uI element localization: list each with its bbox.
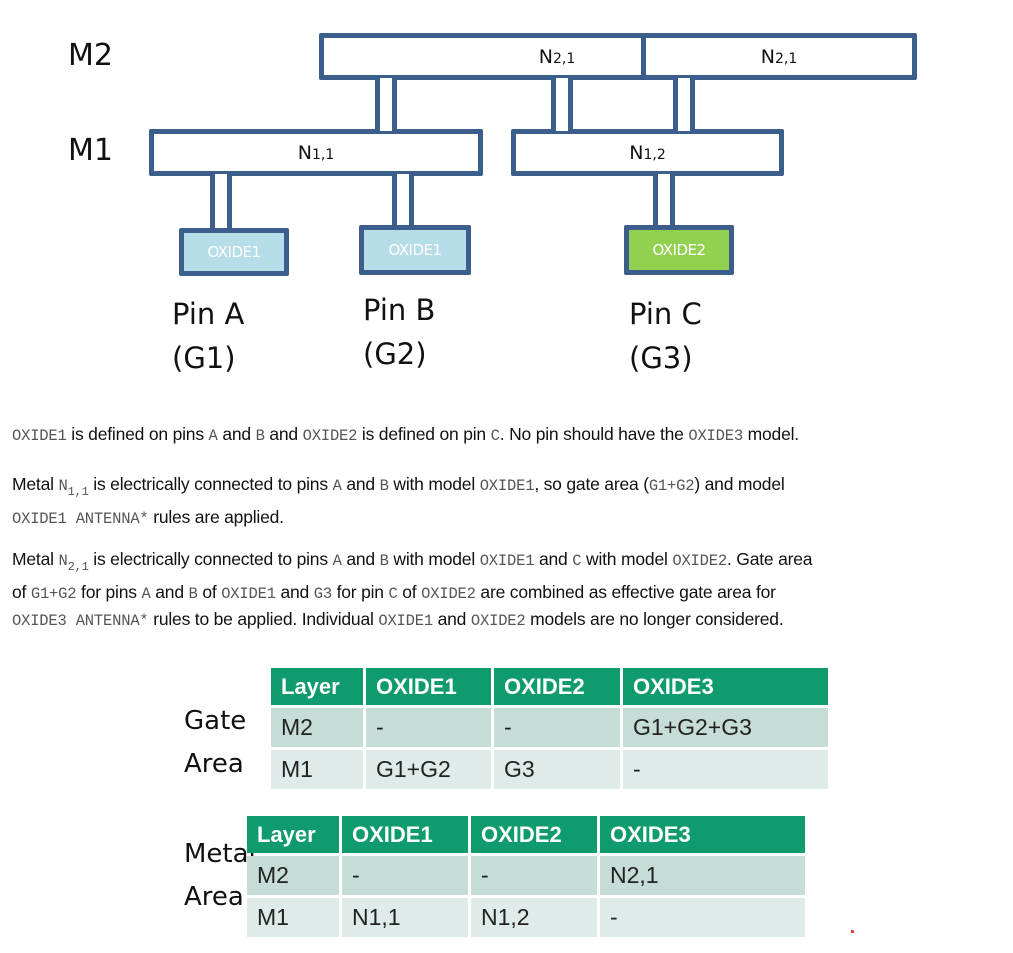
net-label: N1,2 bbox=[629, 141, 666, 164]
net-n12: N1,2 bbox=[511, 129, 784, 176]
table-cell: - bbox=[366, 708, 491, 747]
oxide-box-pin-c: OXIDE2 bbox=[624, 225, 734, 275]
pin-name: Pin A bbox=[172, 297, 245, 331]
table-cell: - bbox=[494, 708, 620, 747]
table-cell: - bbox=[471, 856, 597, 895]
header-oxide1: OXIDE1 bbox=[366, 668, 491, 705]
table-cell: - bbox=[623, 750, 828, 789]
pin-label-b: Pin B (G2) bbox=[363, 288, 435, 376]
table-cell: N1,2 bbox=[471, 898, 597, 937]
header-layer: Layer bbox=[271, 668, 363, 705]
via-m1-m2 bbox=[673, 78, 695, 131]
pin-name: Pin B bbox=[363, 293, 436, 327]
net-label: N2,1 bbox=[760, 45, 798, 68]
table-cell: M2 bbox=[247, 856, 339, 895]
table-cell: M1 bbox=[247, 898, 339, 937]
paragraph-n21: Metal N2,1 is electrically connected to … bbox=[12, 549, 813, 630]
stray-mark bbox=[851, 930, 854, 933]
paragraph-n11: Metal N1,1 is electrically connected to … bbox=[12, 474, 785, 528]
layer-label-m1: M1 bbox=[68, 133, 113, 168]
gate-area-table: Layer OXIDE1 OXIDE2 OXIDE3 M2 - - G1+G2+… bbox=[268, 665, 831, 792]
oxide-box-pin-a: OXIDE1 bbox=[179, 228, 289, 276]
table-row: M2 - - N2,1 bbox=[247, 856, 805, 895]
pin-gate: (G3) bbox=[629, 341, 693, 375]
pin-name: Pin C bbox=[629, 297, 702, 331]
via-m1-pin bbox=[653, 174, 675, 227]
header-layer: Layer bbox=[247, 816, 339, 853]
net-label: N1,1 bbox=[297, 141, 335, 164]
pin-gate: (G2) bbox=[363, 337, 427, 371]
paragraph-oxide-definition: OXIDE1 is defined on pins A and B and OX… bbox=[12, 424, 799, 445]
table-cell: G1+G2 bbox=[366, 750, 491, 789]
layer-label-m2: M2 bbox=[68, 38, 113, 73]
table-cell: N1,1 bbox=[342, 898, 468, 937]
table-cell: M2 bbox=[271, 708, 363, 747]
table-row: M1 G1+G2 G3 - bbox=[271, 750, 828, 789]
header-oxide2: OXIDE2 bbox=[471, 816, 597, 853]
net-n21-right: N2,1 bbox=[641, 33, 917, 80]
table-header-row: Layer OXIDE1 OXIDE2 OXIDE3 bbox=[247, 816, 805, 853]
net-n11: N1,1 bbox=[149, 129, 483, 176]
table-row: M1 N1,1 N1,2 - bbox=[247, 898, 805, 937]
table-cell: G3 bbox=[494, 750, 620, 789]
oxide-box-pin-b: OXIDE1 bbox=[359, 225, 471, 275]
pin-label-c: Pin C (G3) bbox=[629, 292, 702, 380]
metal-area-table: Layer OXIDE1 OXIDE2 OXIDE3 M2 - - N2,1 M… bbox=[244, 813, 808, 940]
via-m1-m2 bbox=[551, 78, 573, 131]
via-m1-pin bbox=[210, 174, 232, 230]
via-m1-m2 bbox=[375, 78, 397, 131]
header-oxide3: OXIDE3 bbox=[623, 668, 828, 705]
net-label: N2,1 bbox=[538, 45, 576, 68]
metal-area-label: Metal Area bbox=[184, 839, 256, 912]
table-cell: G1+G2+G3 bbox=[623, 708, 828, 747]
pin-gate: (G1) bbox=[172, 341, 236, 375]
header-oxide1: OXIDE1 bbox=[342, 816, 468, 853]
table-cell: - bbox=[600, 898, 805, 937]
header-oxide2: OXIDE2 bbox=[494, 668, 620, 705]
table-cell: M1 bbox=[271, 750, 363, 789]
table-cell: - bbox=[342, 856, 468, 895]
via-m1-pin bbox=[392, 174, 414, 227]
pin-label-a: Pin A (G1) bbox=[172, 292, 244, 380]
table-row: M2 - - G1+G2+G3 bbox=[271, 708, 828, 747]
gate-area-label: Gate Area bbox=[184, 706, 247, 779]
header-oxide3: OXIDE3 bbox=[600, 816, 805, 853]
table-header-row: Layer OXIDE1 OXIDE2 OXIDE3 bbox=[271, 668, 828, 705]
table-cell: N2,1 bbox=[600, 856, 805, 895]
